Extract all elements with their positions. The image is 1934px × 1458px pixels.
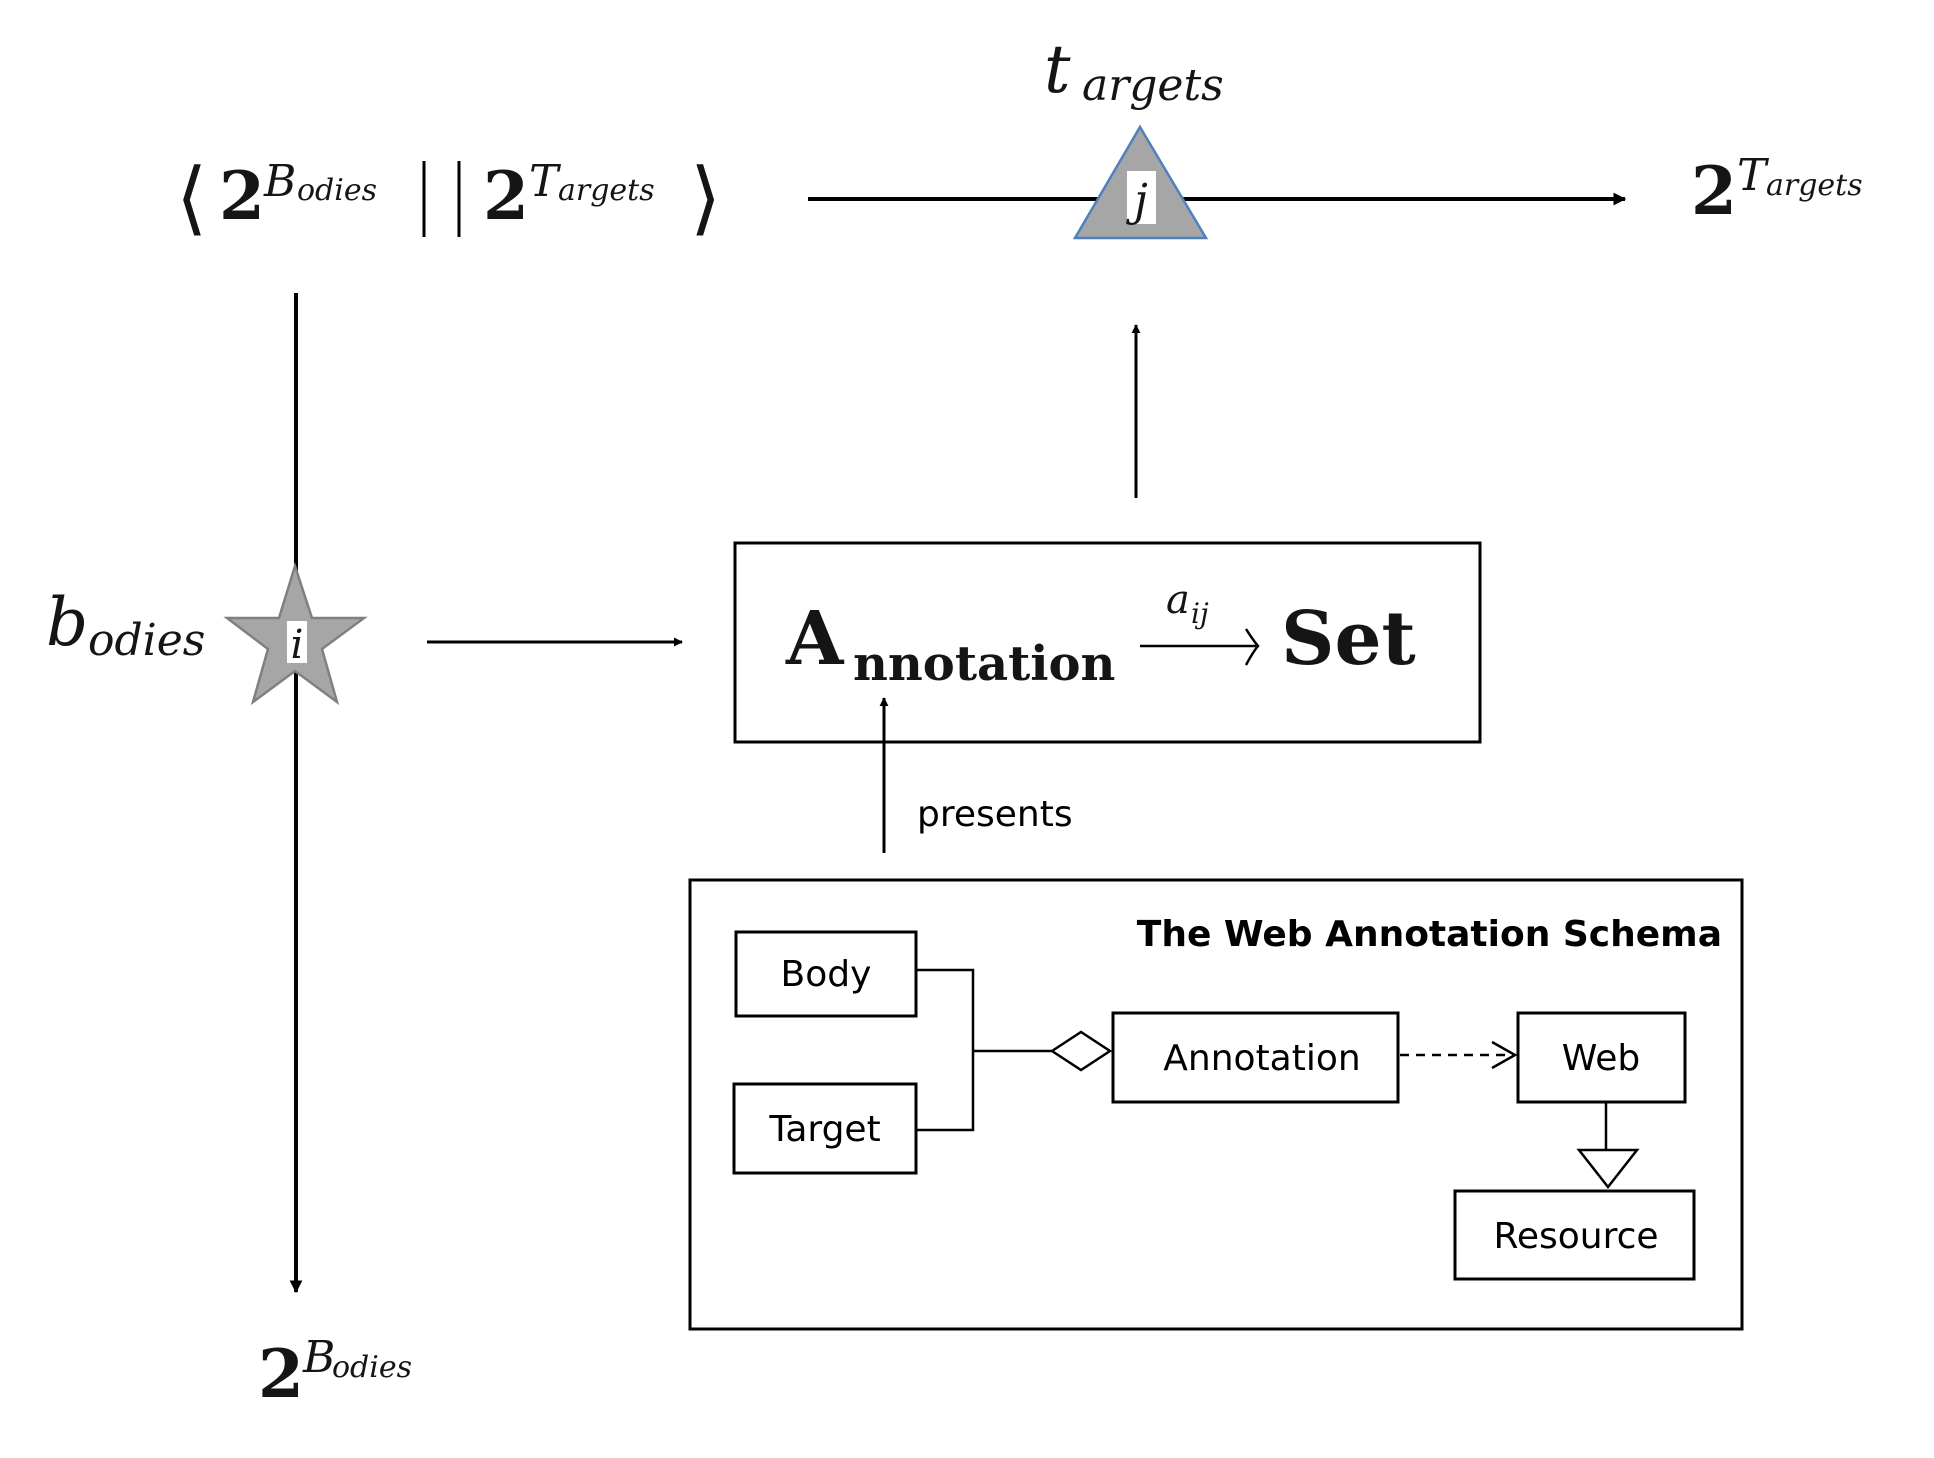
uml-class-body — [734, 930, 918, 1018]
triangle-label-background — [1127, 171, 1156, 224]
targets-label-main: t — [1044, 31, 1071, 108]
annotation-set-box-frame — [733, 541, 1482, 744]
morphism-label-main: a — [1166, 577, 1190, 623]
targets-powerset-superscript-main: T — [1737, 150, 1770, 201]
star-label: i — [291, 622, 304, 668]
bodies-powerset-superscript-sub: odies — [332, 1350, 412, 1385]
uml-class-annotation-label: Annotation — [1163, 1038, 1360, 1079]
uml-class-body-label: Body — [781, 954, 872, 995]
uml-class-resource-label: Resource — [1493, 1216, 1658, 1257]
bodies-label-sub: odies — [88, 615, 205, 666]
open-angle-bracket: ⟨ — [176, 151, 207, 244]
top-left-expression: ⟨ 2 B odies 2 T argets ⟩ — [176, 151, 721, 244]
targets-power-superscript-sub: argets — [558, 173, 655, 208]
uml-class-target — [732, 1082, 918, 1175]
targets-power-superscript-main: T — [529, 156, 562, 207]
uml-class-annotation — [1111, 1011, 1400, 1104]
web-annotation-schema: The Web Annotation Schema Body Target An… — [688, 878, 1744, 1331]
triangle-marker: j — [1072, 124, 1209, 240]
bottom-left-expression: 2 B odies — [258, 1332, 412, 1413]
bodies-power-superscript-main: B — [263, 156, 296, 207]
close-angle-bracket: ⟩ — [690, 151, 721, 244]
targets-powerset-superscript-sub: argets — [1766, 168, 1863, 203]
morphism-label-sub: ij — [1191, 597, 1209, 630]
targets-label: t argets — [1044, 31, 1224, 111]
schema-frame — [688, 878, 1744, 1331]
uml-class-web-label: Web — [1562, 1038, 1641, 1079]
aggregation-diamond-icon — [1049, 1030, 1113, 1072]
annotation-domain-main: A — [785, 596, 845, 682]
annotation-set-box: A nnotation a ij Set — [733, 541, 1482, 744]
bodies-powerset-base: 2 — [258, 1335, 304, 1413]
bodies-label-main: b — [46, 584, 88, 661]
bodies-powerset-superscript-main: B — [302, 1332, 335, 1383]
presents-label: presents — [917, 794, 1073, 835]
schema-title: The Web Annotation Schema — [1137, 914, 1722, 955]
body-target-connector — [916, 968, 975, 1132]
bodies-power-superscript-sub: odies — [297, 173, 377, 208]
bodies-power-base: 2 — [219, 157, 265, 235]
uml-class-resource — [1453, 1189, 1696, 1281]
uml-class-web — [1516, 1011, 1687, 1104]
morphism-arrow-head — [1244, 628, 1260, 666]
star-label-background — [287, 621, 307, 663]
top-right-expression: 2 T argets — [1691, 150, 1863, 230]
annotation-domain-sub: nnotation — [853, 636, 1115, 692]
generalization-triangle-icon — [1576, 1148, 1640, 1190]
star-marker: i — [223, 561, 368, 706]
uml-class-target-label: Target — [768, 1109, 880, 1150]
targets-powerset-base: 2 — [1691, 152, 1737, 230]
set-codomain: Set — [1281, 596, 1416, 682]
targets-power-base: 2 — [483, 157, 529, 235]
dependency-arrow-head — [1491, 1040, 1518, 1070]
bodies-label: b odies — [46, 584, 205, 666]
targets-label-sub: argets — [1082, 60, 1224, 111]
